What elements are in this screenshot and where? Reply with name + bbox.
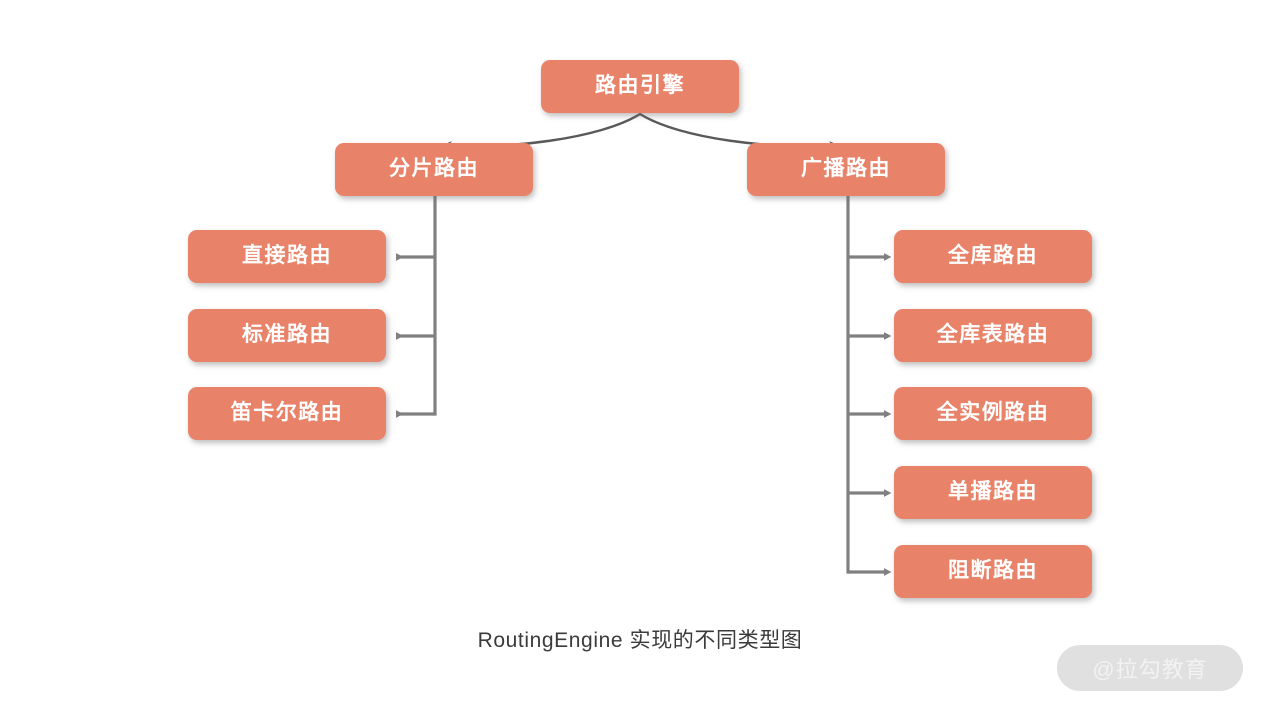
node-cartesian-route[interactable]: 笛卡尔路由 bbox=[188, 387, 386, 440]
node-label: 分片路由 bbox=[389, 157, 479, 180]
node-label: 路由引擎 bbox=[595, 74, 685, 97]
node-label: 单播路由 bbox=[948, 480, 1038, 503]
node-label: 全实例路由 bbox=[936, 401, 1050, 424]
node-all-database-route[interactable]: 全库路由 bbox=[894, 230, 1092, 283]
node-routing-engine[interactable]: 路由引擎 bbox=[541, 60, 739, 113]
watermark-text: @拉勾教育 bbox=[1092, 657, 1208, 682]
watermark-badge: @拉勾教育 bbox=[1057, 645, 1243, 691]
node-label: 全库路由 bbox=[948, 244, 1038, 267]
node-label: 阻断路由 bbox=[948, 559, 1038, 582]
node-label: 标准路由 bbox=[242, 323, 332, 346]
node-label: 全库表路由 bbox=[936, 323, 1050, 346]
edge-root-to-sharding bbox=[442, 112, 642, 151]
node-label: 直接路由 bbox=[242, 244, 332, 267]
node-broadcast-route[interactable]: 广播路由 bbox=[747, 143, 945, 196]
node-standard-route[interactable]: 标准路由 bbox=[188, 309, 386, 362]
edge-root-to-broadcast bbox=[638, 112, 839, 151]
node-unicast-route[interactable]: 单播路由 bbox=[894, 466, 1092, 519]
diagram-caption: RoutingEngine 实现的不同类型图 bbox=[477, 629, 803, 652]
node-label: 笛卡尔路由 bbox=[230, 401, 344, 424]
node-sharding-route[interactable]: 分片路由 bbox=[335, 143, 533, 196]
node-all-database-table-route[interactable]: 全库表路由 bbox=[894, 309, 1092, 362]
node-block-route[interactable]: 阻断路由 bbox=[894, 545, 1092, 598]
node-label: 广播路由 bbox=[801, 157, 891, 180]
node-direct-route[interactable]: 直接路由 bbox=[188, 230, 386, 283]
node-all-instance-route[interactable]: 全实例路由 bbox=[894, 387, 1092, 440]
